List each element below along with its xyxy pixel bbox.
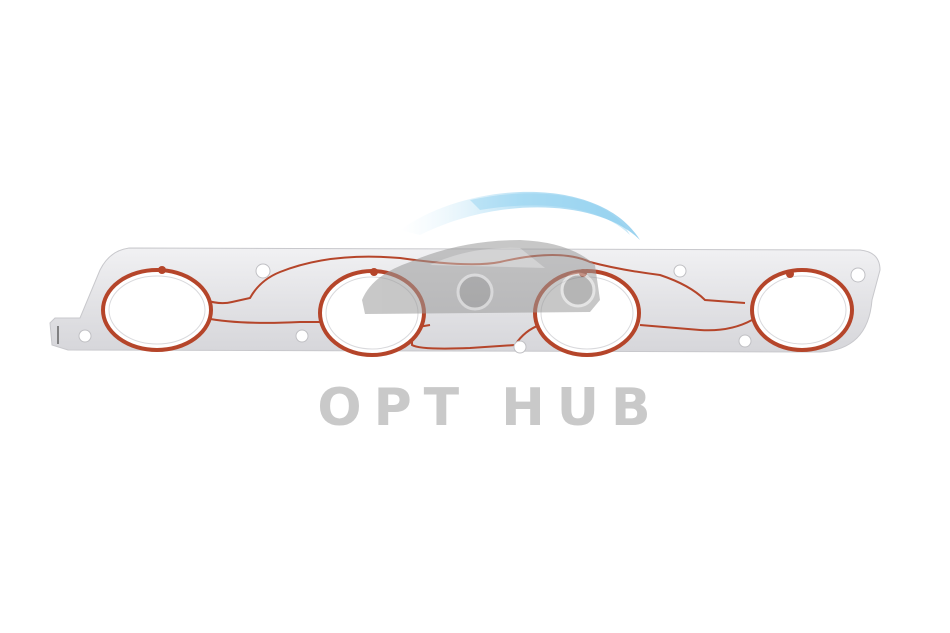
bolt-hole [78, 329, 92, 343]
bolt-hole [255, 263, 271, 279]
watermark-text: OPT HUB [317, 378, 662, 438]
exhaust-port-1 [101, 266, 213, 352]
bolt-hole [513, 340, 527, 354]
bolt-hole [738, 334, 752, 348]
watermark-swoosh-inner [470, 193, 630, 235]
bead-seal-lower [204, 317, 753, 350]
watermark-car [362, 240, 600, 314]
watermark-swoosh [400, 191, 640, 240]
bolt-hole [850, 267, 866, 283]
bolt-hole [673, 264, 687, 278]
exhaust-port-4 [750, 268, 854, 352]
bolt-hole [295, 329, 309, 343]
bolt-holes [78, 263, 866, 354]
